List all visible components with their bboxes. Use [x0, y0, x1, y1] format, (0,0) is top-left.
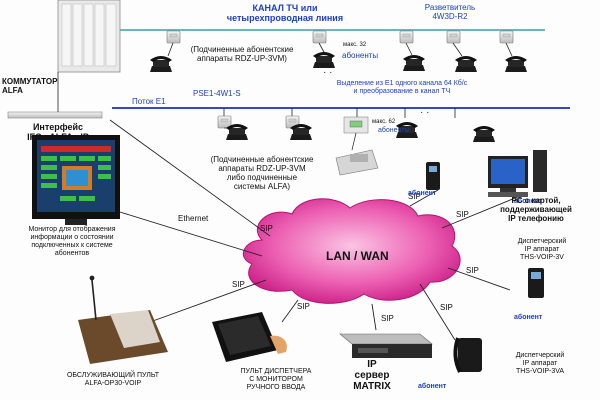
switch-label: КОММУТАТОР ALFA: [2, 77, 57, 95]
dispatcher-ip-va-line3: THS-VOIP-3VA: [515, 368, 565, 375]
junction-box-4: [446, 30, 461, 44]
channel-label-line1: КАНАЛ ТЧ или: [252, 3, 318, 13]
dispatcher-ip-va-line2: IP аппарат: [522, 360, 558, 367]
ifc-unit: [7, 111, 103, 119]
monitor-label: Монитор для отображения информации о сос…: [8, 226, 136, 258]
dispatcher-ip-line2: IP аппарат: [524, 246, 560, 253]
subordinate-line1: (Подчиненные абонентские: [210, 155, 314, 164]
sip-label-6: SIP: [466, 266, 479, 275]
sip-label-2: SIP: [232, 280, 245, 289]
splitter-label: Разветвитель 4W3D-R2: [400, 3, 500, 21]
lan-wan-cloud: [242, 198, 461, 304]
phone-top-4: [455, 56, 477, 72]
allocation-line2: и преобразование в канал ТЧ: [353, 88, 451, 95]
max-mid-label: макс. 62: [372, 119, 396, 125]
sip-label-8: SIP: [408, 192, 421, 201]
dispatcher-ip-label: Диспетчерский IP аппарат THS-VOIP-3V: [490, 238, 594, 262]
ethernet-label: Ethernet: [178, 214, 209, 223]
phone-top-1: [150, 56, 172, 72]
dispatcher-console: [212, 312, 287, 362]
dispatcher-ip-va-line1: Диспетчерский: [515, 352, 565, 359]
phone-top-5: [505, 56, 527, 72]
console-label: ПУЛЬТ ДИСПЕТЧЕРА С МОНИТОРОМ РУЧНОГО ВВО…: [226, 368, 326, 392]
junction-box-3: [399, 30, 414, 44]
server-line3: MATRIX: [353, 381, 391, 392]
splitter-label-line1: Разветвитель: [424, 3, 476, 12]
ip-phone-ths-voip-3va: [458, 338, 482, 372]
sip-label-3: SIP: [297, 302, 310, 311]
subordinate-line3: либо подчиненные: [226, 173, 298, 182]
subordinate-label: (Подчиненные абонентские аппараты RDZ-UP…: [197, 155, 327, 191]
subscriber-label-3v: абонент: [514, 314, 543, 321]
console-line3: РУЧНОГО ВВОДА: [246, 384, 306, 391]
subordinate-line4: системы ALFA): [233, 182, 291, 191]
subscribers-mid-label: абоненты: [378, 127, 410, 134]
subscriber-sets-line1: (Подчиненные абонентские: [190, 45, 294, 54]
svg-text:· ·: · ·: [323, 67, 332, 78]
sip-label-5: SIP: [440, 303, 453, 312]
pc-label: PC с картой, поддерживающей IP телефонию: [476, 196, 596, 223]
dispatcher-ip-va-label: Диспетчерский IP аппарат THS-VOIP-3VA: [488, 352, 592, 376]
subscriber-label-phone: абонент: [408, 190, 437, 197]
sip-label-4: SIP: [381, 314, 394, 323]
switch-alfa-rack: [57, 0, 121, 73]
subscribers-top-label: абоненты: [342, 51, 379, 60]
allocation-line1: Выделение из E1 одного канала 64 Кб/с: [336, 80, 468, 87]
phone-e1-1: [226, 124, 248, 140]
service-console-line2: ALFA-OP30-VOIP: [84, 380, 142, 387]
console-line1: ПУЛЬТ ДИСПЕТЧЕРА: [240, 368, 312, 375]
service-console-line1: ОБСЛУЖИВАЮЩИЙ ПУЛЬТ: [66, 372, 160, 379]
phone-e1-4: [473, 126, 495, 142]
channel-label-line2: четырехпроводная линия: [226, 13, 344, 23]
subscriber-label-pc: абонент: [514, 198, 543, 205]
subscriber-sets-label: (Подчиненные абонентские аппараты RDZ-UP…: [178, 45, 306, 63]
dispatcher-ip-line1: Диспетчерский: [517, 238, 567, 245]
server-label: IP сервер MATRIX: [342, 359, 402, 392]
interface-label: Интерфейс IFC - ALFA - IP: [18, 122, 98, 142]
channel-label: КАНАЛ ТЧ или четырехпроводная линия: [220, 3, 350, 23]
junction-box-1: [166, 30, 181, 44]
e1-stream-label: Поток E1: [132, 97, 166, 106]
cloud-label: LAN / WAN: [326, 249, 389, 263]
junction-box-2: [312, 30, 327, 44]
monitor-line3: подключенных к системе: [31, 242, 113, 249]
switch-label-line2: ALFA: [2, 86, 23, 95]
switch-label-line1: КОММУТАТОР: [2, 77, 58, 86]
phone-top-3: [403, 55, 425, 71]
service-console-label: ОБСЛУЖИВАЮЩИЙ ПУЛЬТ ALFA-OP30-VOIP: [48, 372, 178, 388]
service-console: [78, 275, 168, 364]
interface-line2: IFC - ALFA - IP: [27, 132, 89, 142]
allocation-label: Выделение из E1 одного канала 64 Кб/с и …: [322, 80, 482, 96]
junction-box-5: [499, 30, 514, 44]
svg-text:· ·: · ·: [420, 107, 429, 118]
matrix-server: [339, 333, 433, 358]
sip-label-7: SIP: [456, 210, 469, 219]
phone-e1-2: [290, 124, 312, 140]
monitor-line4: абонентов: [54, 250, 90, 257]
subscriber-sets-line2: аппараты RDZ-UP-3VM): [197, 54, 287, 63]
console-line2: С МОНИТОРОМ: [249, 376, 303, 383]
subordinate-line2: аппараты RDZ-UP-3VM: [218, 164, 306, 173]
server-line1: IP: [367, 359, 377, 370]
dispatcher-ip-line3: THS-VOIP-3V: [520, 254, 564, 261]
desk-console: [335, 149, 379, 176]
monitor-line1: Монитор для отображения: [28, 226, 116, 233]
interface-line1: Интерфейс: [32, 122, 84, 132]
pc-workstation: [488, 150, 547, 197]
pse-label: PSE1-4W1-S: [193, 89, 241, 98]
pc-line1: PC с картой,: [511, 196, 561, 205]
pc-line3: IP телефонию: [508, 214, 564, 223]
max-top-label: макс. 32: [343, 42, 367, 48]
splitter-label-line2: 4W3D-R2: [432, 12, 468, 21]
phone-top-2: [313, 52, 335, 68]
pc-line2: поддерживающей: [500, 205, 572, 214]
server-line2: сервер: [354, 370, 390, 381]
subscriber-label-3va: абонент: [418, 383, 447, 390]
monitor-line2: информации о состоянии: [30, 234, 114, 241]
sip-label-1: SIP: [260, 224, 273, 233]
status-monitor: [32, 135, 120, 225]
